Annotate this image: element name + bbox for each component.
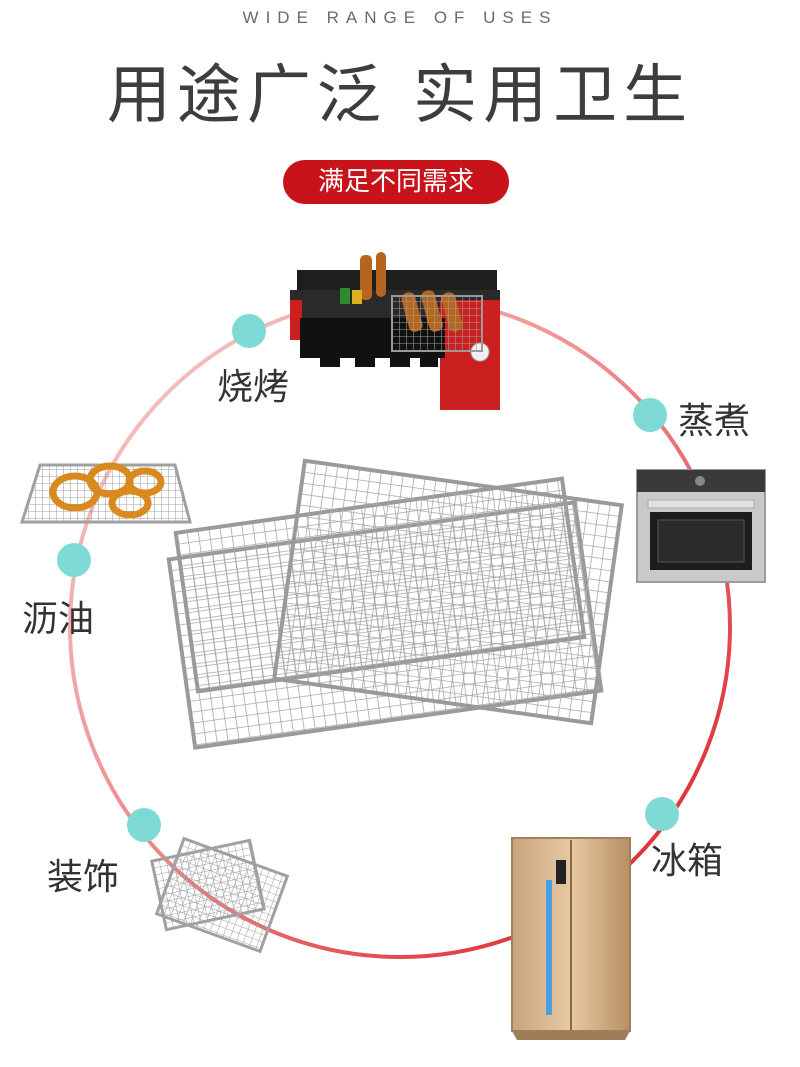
- dot-marker-decor: [127, 808, 161, 842]
- english-subtitle: WIDE RANGE OF USES: [242, 8, 558, 27]
- page-title: 用途广泛 实用卫生: [106, 59, 694, 133]
- grill-mesh-center-icon: [166, 458, 625, 750]
- drain-rack-icon: [19, 462, 192, 524]
- tag-badge: 满足不同需求: [283, 160, 509, 204]
- fridge-icon: [511, 837, 631, 1040]
- bbq-grill-icon: [290, 252, 500, 410]
- dot-marker-bbq: [232, 314, 266, 348]
- label-steam: 蒸煮: [678, 401, 751, 442]
- dot-marker-fridge: [645, 797, 679, 831]
- label-drain: 沥油: [22, 599, 95, 640]
- oven-icon: [636, 469, 766, 583]
- label-fridge: 冰箱: [651, 841, 724, 882]
- label-decor: 装饰: [47, 857, 120, 898]
- dot-marker-steam: [633, 398, 667, 432]
- decor-rack-icon: [150, 836, 290, 954]
- dot-marker-drain: [57, 543, 91, 577]
- label-bbq: 烧烤: [217, 367, 290, 408]
